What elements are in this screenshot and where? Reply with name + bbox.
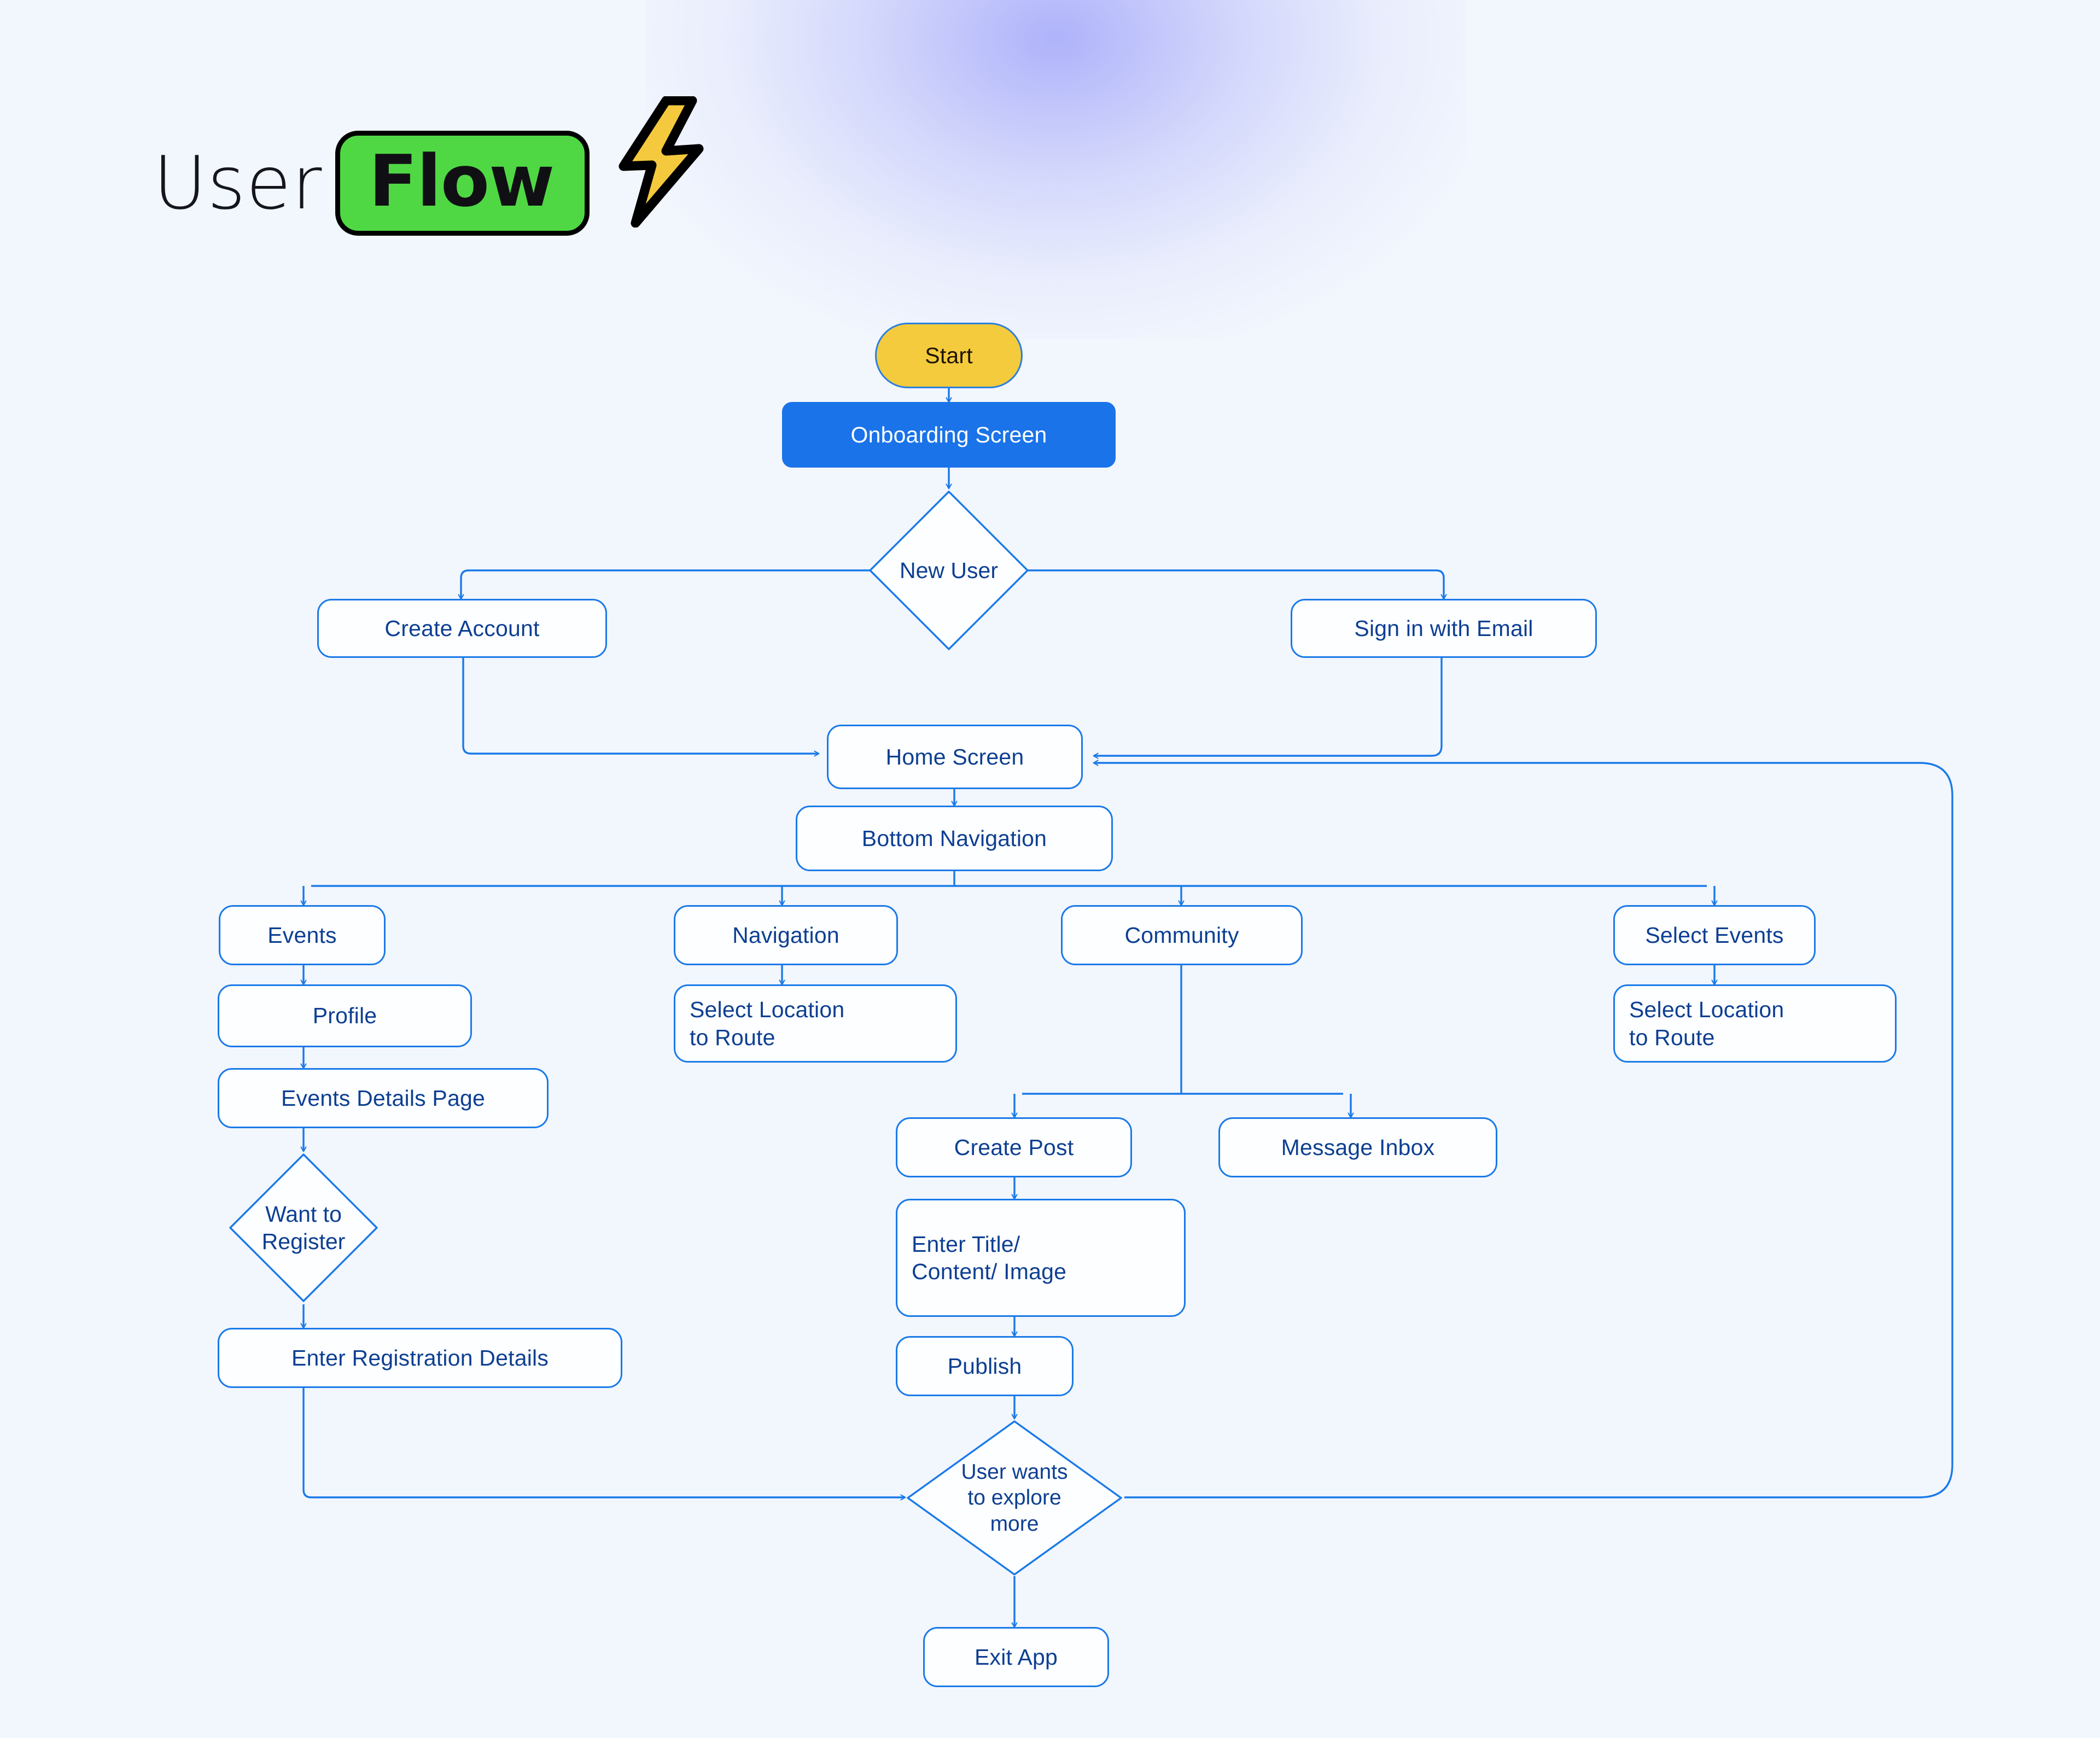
node-enter-title-content-image[interactable]: Enter Title/ Content/ Image — [896, 1199, 1186, 1317]
node-home-screen[interactable]: Home Screen — [827, 725, 1083, 789]
node-bottom-navigation[interactable]: Bottom Navigation — [796, 806, 1113, 871]
diamond-shape — [229, 1153, 378, 1302]
node-label: Community — [1124, 922, 1239, 948]
node-select-events[interactable]: Profile — [218, 984, 472, 1047]
node-label: Start — [925, 342, 973, 368]
title-highlight-chip: Flow — [335, 96, 704, 236]
node-label: Select Location to Route — [690, 997, 845, 1050]
node-want-to-register-decision[interactable]: Want to Register — [227, 1151, 380, 1304]
node-exit-app[interactable]: Exit App — [923, 1627, 1109, 1687]
node-label: Exit App — [974, 1644, 1058, 1670]
node-label: Select Location to Route — [1629, 997, 1784, 1050]
node-label: Publish — [947, 1353, 1022, 1379]
node-sign-in-with-email[interactable]: Sign in with Email — [1291, 599, 1597, 658]
node-label: Want to Register — [261, 1201, 346, 1254]
node-publish[interactable]: Publish — [896, 1336, 1074, 1396]
node-enter-registration-details[interactable]: Enter Registration Details — [218, 1328, 622, 1388]
node-label: New User — [900, 557, 998, 583]
diamond-shape — [907, 1420, 1122, 1576]
node-label: Create Account — [384, 615, 540, 641]
node-events[interactable]: Events — [219, 905, 386, 965]
node-label: Events Details Page — [281, 1085, 485, 1111]
node-label: Enter Title/ Content/ Image — [912, 1231, 1067, 1284]
node-user-wants-to-explore-more-decision[interactable]: User wants to explore more — [905, 1419, 1124, 1577]
diamond-shape — [869, 491, 1029, 650]
node-events-details-page[interactable]: Events Details Page — [218, 1068, 549, 1128]
node-label: Navigation — [732, 922, 839, 948]
node-label: Enter Registration Details — [291, 1345, 549, 1370]
node-label: Onboarding Screen — [850, 422, 1047, 447]
node-onboarding-screen[interactable]: Onboarding Screen — [782, 402, 1116, 468]
node-navigation[interactable]: Navigation — [674, 905, 898, 965]
node-profile-select-location[interactable]: Select Location to Route — [1613, 984, 1897, 1063]
node-new-user-decision[interactable]: New User — [867, 488, 1031, 652]
node-create-post[interactable]: Create Post — [896, 1117, 1132, 1177]
node-label: Select Events — [1645, 922, 1784, 948]
page-title: User Flow — [153, 96, 704, 238]
node-label: Bottom Navigation — [861, 825, 1047, 851]
node-message-inbox[interactable]: Message Inbox — [1218, 1117, 1497, 1177]
title-word-flow: Flow — [369, 139, 555, 223]
lightning-bolt-icon — [619, 96, 704, 228]
node-label: Events — [267, 922, 337, 948]
node-label: Create Post — [954, 1134, 1074, 1160]
node-start[interactable]: Start — [875, 323, 1023, 388]
node-label: Profile — [312, 1003, 377, 1029]
node-create-account[interactable]: Create Account — [317, 599, 607, 658]
node-label: Sign in with Email — [1354, 615, 1533, 641]
node-label: User wants to explore more — [961, 1460, 1068, 1536]
node-label: Message Inbox — [1281, 1134, 1435, 1160]
node-navigation-select-location[interactable]: Select Location to Route — [674, 984, 957, 1063]
title-word-user: User — [153, 141, 323, 226]
node-profile[interactable]: Select Events — [1613, 905, 1816, 965]
node-community[interactable]: Community — [1061, 905, 1303, 965]
node-label: Home Screen — [885, 744, 1024, 769]
